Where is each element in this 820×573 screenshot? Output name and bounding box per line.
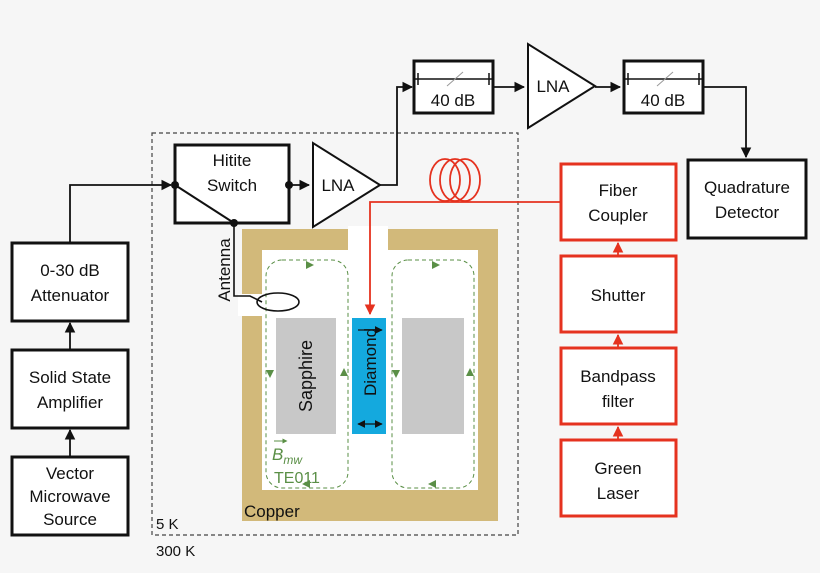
b-field-label: Bmw	[272, 445, 303, 467]
lna-warm-label: LNA	[536, 77, 570, 96]
sapphire-block-left	[276, 318, 336, 434]
switch-lever	[174, 184, 235, 224]
shutter-label: Shutter	[591, 286, 646, 305]
lna-cold-triangle	[312, 141, 382, 229]
antenna-label: Antenna	[215, 238, 234, 302]
temp-cold-label: 5 K	[156, 516, 179, 533]
bandpass-filter-box	[559, 346, 678, 426]
switch-node-input	[171, 181, 179, 189]
solid-state-amp-box	[10, 348, 130, 430]
copper-label: Copper	[244, 502, 300, 521]
sapphire-label: Sapphire	[296, 340, 316, 412]
antenna	[233, 224, 300, 312]
vector-source-box	[10, 455, 130, 537]
fiber-coupler-box	[559, 162, 678, 242]
fiber-coil-icon	[429, 158, 481, 202]
attenuator-box	[10, 241, 130, 323]
cryostat-boundary	[151, 132, 519, 536]
quadrature-detector-box	[686, 158, 808, 240]
attenuator-40db-2-label: 40 dB	[641, 91, 685, 110]
field-loop-right	[391, 259, 475, 489]
attenuator-40db-1-box	[412, 59, 495, 115]
field-loop-left	[265, 259, 349, 489]
microwave-signal-path	[64, 81, 752, 457]
shutter-box	[559, 254, 678, 334]
temp-warm-label: 300 K	[156, 543, 195, 560]
optical-path	[364, 201, 624, 440]
field-direction-arrows	[266, 261, 474, 488]
mode-label: TE011	[274, 470, 320, 487]
attenuator-40db-1-label: 40 dB	[431, 91, 475, 110]
green-laser-box	[559, 438, 678, 518]
switch-node-antenna	[230, 219, 238, 227]
diamond-label: Diamond	[361, 328, 380, 396]
sapphire-block-right	[402, 318, 464, 434]
lna-warm-triangle	[527, 42, 597, 130]
lna-cold-label: LNA	[321, 176, 355, 195]
attenuator-40db-2-box	[622, 59, 705, 115]
diamond-sample	[352, 318, 386, 434]
